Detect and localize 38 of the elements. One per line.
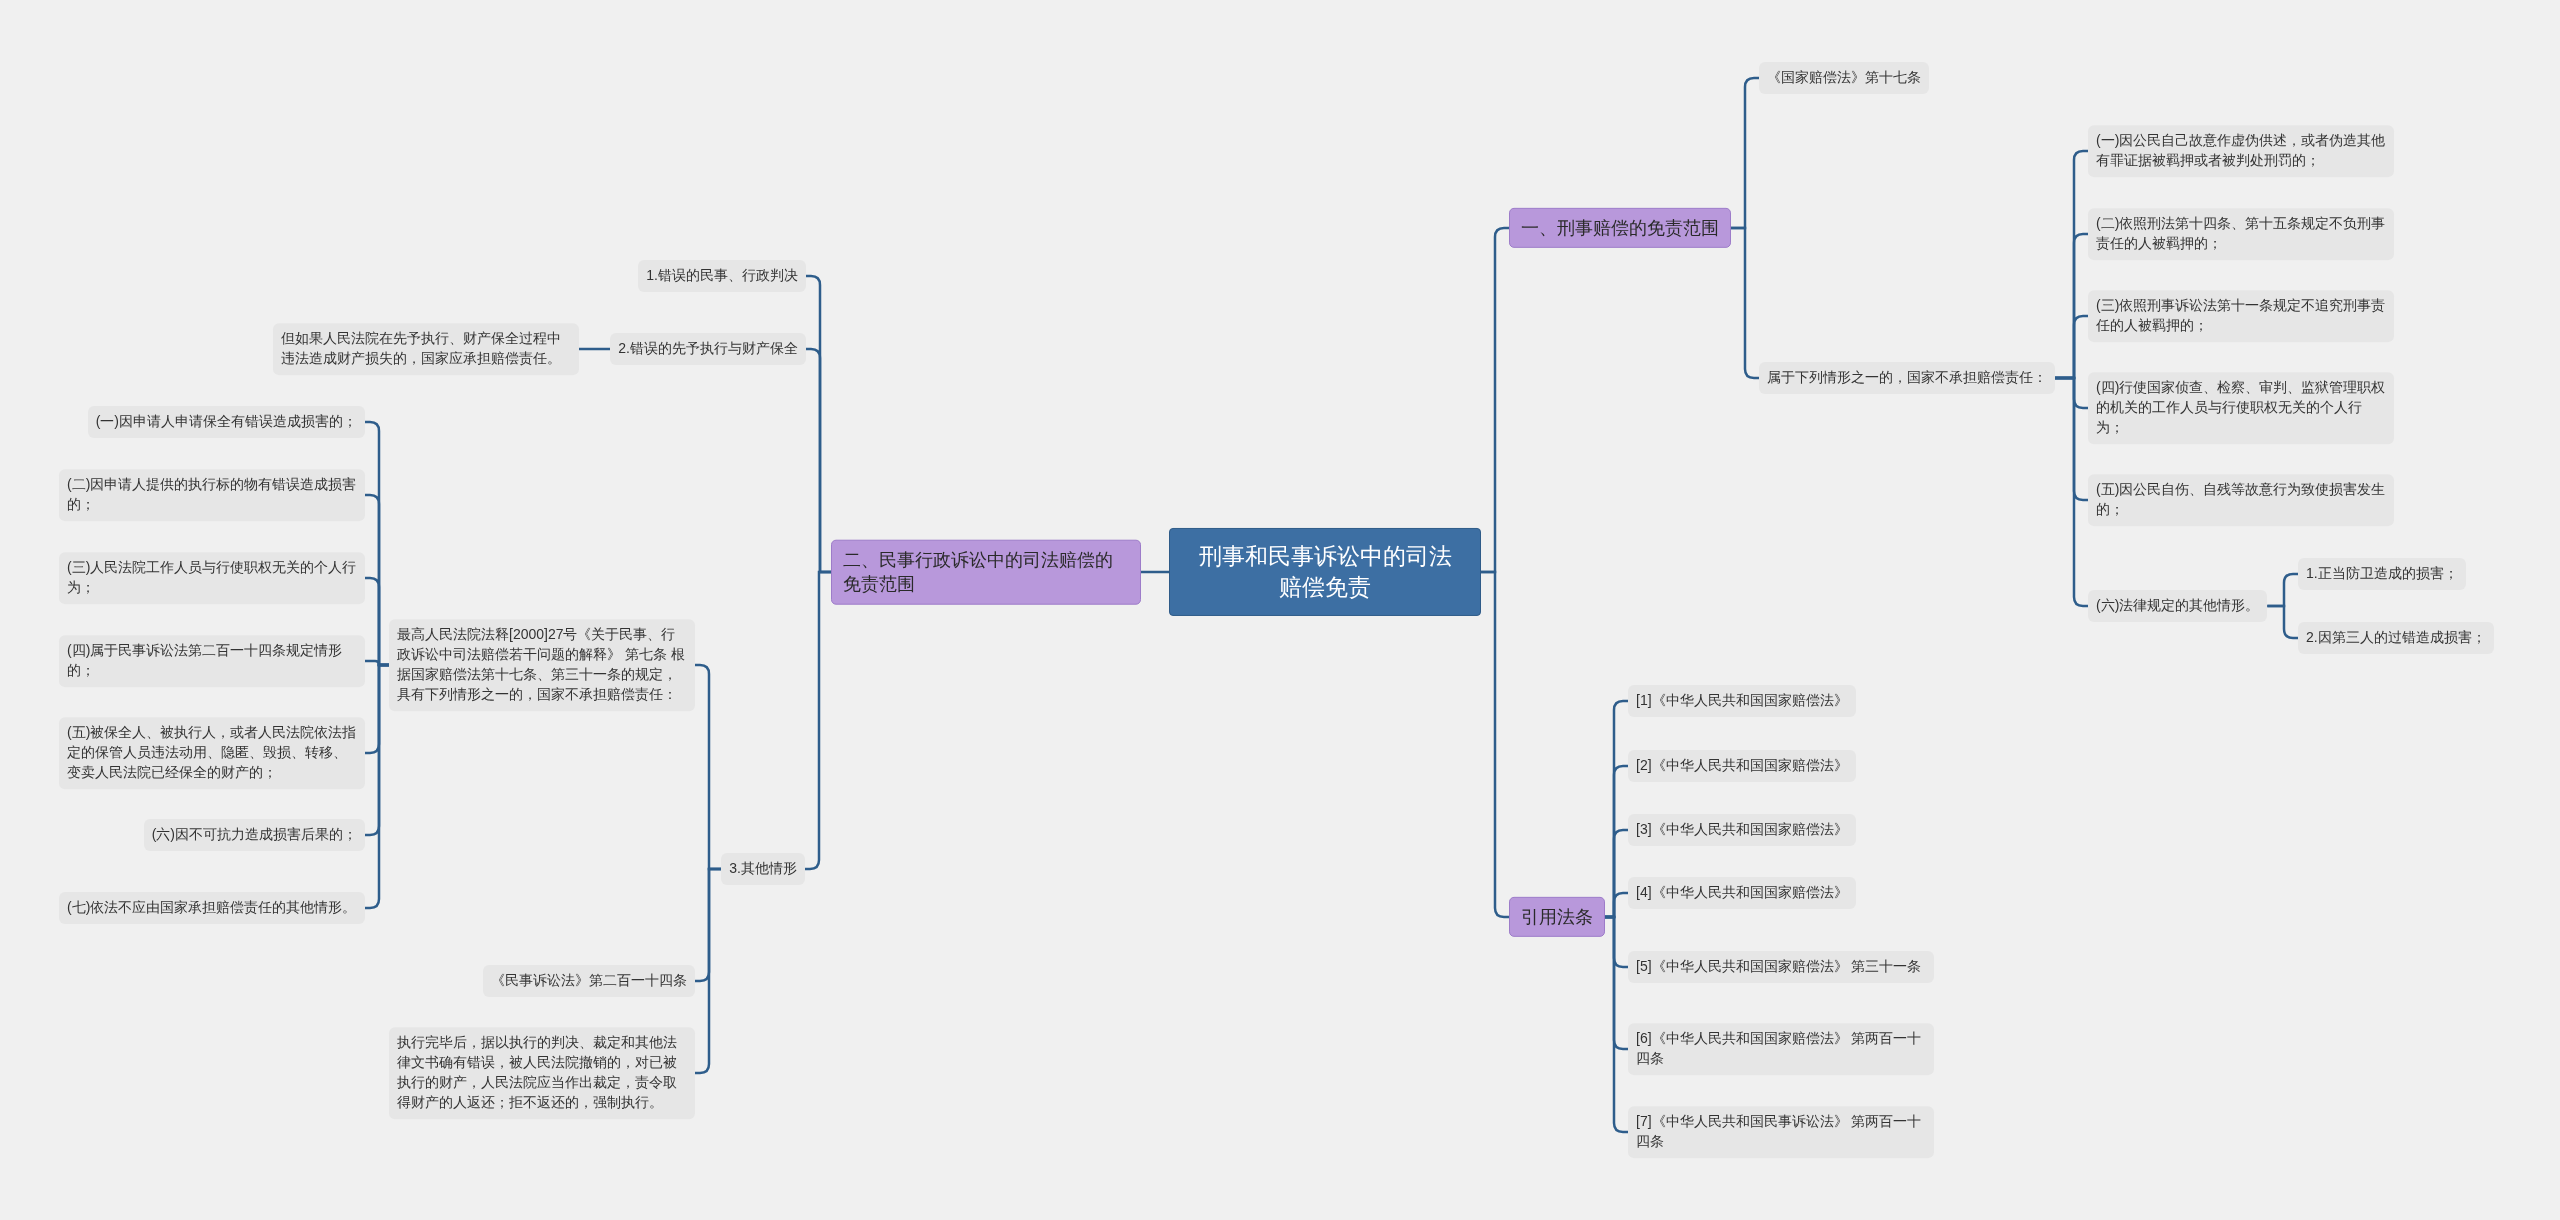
- subtopic-box: 但如果人民法院在先予执行、财产保全过程中违法造成财产损失的，国家应承担赔偿责任。: [273, 323, 579, 375]
- subtopic-box: 最高人民法院法释[2000]27号《关于民事、行政诉讼中司法赔偿若干问题的解释》 第七条 根据国家赔偿法第十七条、第三十一条的规定，具有下列情形之一的，国家不承担赔偿责任：: [389, 619, 695, 711]
- subtopic-box: [7]《中华人民共和国民事诉讼法》 第两百一十四条: [1628, 1106, 1934, 1158]
- subtopic-box: (六)法律规定的其他情形。: [2088, 590, 2268, 622]
- subtopic-box: [5]《中华人民共和国国家赔偿法》 第三十一条: [1628, 951, 1934, 983]
- central-topic-box: 刑事和民事诉讼中的司法赔偿免责: [1169, 527, 1481, 617]
- branch-topic-box: 引用法条: [1509, 896, 1605, 938]
- subtopic-box: 3.其他情形: [721, 853, 805, 885]
- connector-line: [1141, 570, 1169, 574]
- subtopic-box: 属于下列情形之一的，国家不承担赔偿责任：: [1759, 362, 2055, 394]
- subtopic-box: (四)属于民事诉讼法第二百一十四条规定情形的；: [59, 635, 365, 687]
- subtopic-box: (五)被保全人、被执行人，或者人民法院依法指定的保管人员违法动用、隐匿、毁损、转移、变卖人民法院已经保全的财产的；: [59, 717, 365, 789]
- subtopic-box: [3]《中华人民共和国国家赔偿法》: [1628, 814, 1856, 846]
- subtopic-box: (六)因不可抗力造成损害后果的；: [143, 819, 365, 851]
- connector-line: [2267, 604, 2298, 640]
- subtopic-box: 1.错误的民事、行政判决: [638, 260, 806, 292]
- subtopic-box: (七)依法不应由国家承担赔偿责任的其他情形。: [59, 892, 365, 924]
- branch-topic-box: 二、民事行政诉讼中的司法赔偿的免责范围: [831, 539, 1141, 605]
- subtopic-box: [1]《中华人民共和国国家赔偿法》: [1628, 685, 1856, 717]
- subtopic-box: [4]《中华人民共和国国家赔偿法》: [1628, 877, 1856, 909]
- subtopic-box: 执行完毕后，据以执行的判决、裁定和其他法律文书确有错误，被人民法院撤销的，对已被执行的财产，人民法院应当作出裁定，责令取得财产的人返还；拒不返还的，强制执行。: [389, 1027, 695, 1119]
- connector-line: [579, 347, 611, 351]
- subtopic-box: (三)依照刑事诉讼法第十一条规定不追究刑事责任的人被羁押的；: [2088, 290, 2394, 342]
- subtopic-box: 2.因第三人的过错造成损害；: [2298, 622, 2494, 654]
- branch-topic-box: 一、刑事赔偿的免责范围: [1509, 207, 1731, 249]
- subtopic-box: [6]《中华人民共和国国家赔偿法》 第两百一十四条: [1628, 1023, 1934, 1075]
- subtopic-box: (二)因申请人提供的执行标的物有错误造成损害的；: [59, 469, 365, 521]
- subtopic-box: (二)依照刑法第十四条、第十五条规定不负刑事责任的人被羁押的；: [2088, 208, 2394, 260]
- subtopic-box: 《民事诉讼法》第二百一十四条: [483, 965, 695, 997]
- subtopic-box: 2.错误的先予执行与财产保全: [610, 333, 806, 365]
- subtopic-box: (四)行使国家侦查、检察、审判、监狱管理职权的机关的工作人员与行使职权无关的个人行为；: [2088, 372, 2394, 444]
- subtopic-box: (一)因申请人申请保全有错误造成损害的；: [87, 406, 365, 438]
- subtopic-box: 《国家赔偿法》第十七条: [1759, 62, 1929, 94]
- subtopic-box: (三)人民法院工作人员与行使职权无关的个人行为；: [59, 552, 365, 604]
- subtopic-box: (一)因公民自己故意作虚伪供述，或者伪造其他有罪证据被羁押或者被判处刑罚的；: [2088, 125, 2394, 177]
- subtopic-box: 1.正当防卫造成的损害；: [2298, 558, 2466, 590]
- subtopic-box: [2]《中华人民共和国国家赔偿法》: [1628, 750, 1856, 782]
- subtopic-box: (五)因公民自伤、自残等故意行为致使损害发生的；: [2088, 474, 2394, 526]
